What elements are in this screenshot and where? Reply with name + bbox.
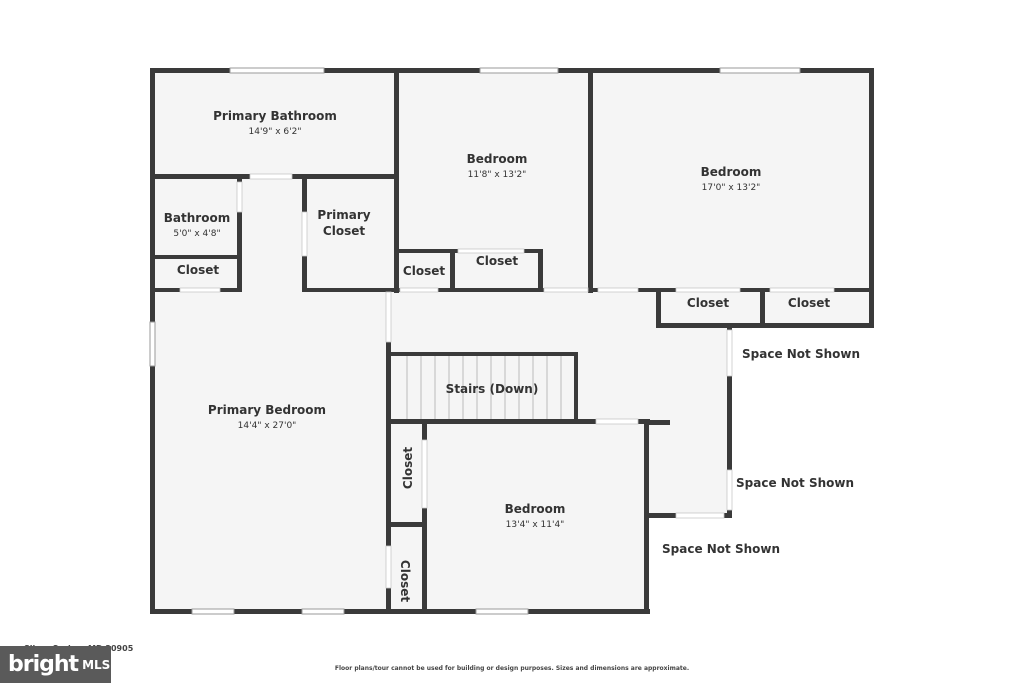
room-dims-bathroom: 5'0" x 4'8": [173, 229, 220, 239]
room-dims-bedroom-bottom: 13'4" x 11'4": [506, 520, 565, 530]
room-dims-primary-bedroom: 14'4" x 27'0": [238, 421, 297, 431]
room-dims-primary-bathroom: 14'9" x 6'2": [249, 127, 302, 137]
room-dims-bedroom-top-mid: 11'8" x 13'2": [468, 170, 527, 180]
room-name-primary-closet-line1: Primary: [317, 208, 370, 222]
space-not-shown-c: Space Not Shown: [662, 542, 780, 556]
closet-label-vertical-b: Closet: [398, 560, 412, 602]
closet-label-mid-a: Closet: [403, 264, 445, 278]
space-not-shown-a: Space Not Shown: [742, 347, 860, 361]
stairs-label: Stairs (Down): [446, 382, 539, 396]
logo-mls: MLS: [82, 657, 111, 672]
room-name-bathroom: Bathroom: [164, 211, 230, 225]
space-not-shown-b: Space Not Shown: [736, 476, 854, 490]
logo-brand: bright: [8, 652, 79, 677]
closet-label-bath: Closet: [177, 263, 219, 277]
closet-labels: Closet Closet Closet Closet Closet Close…: [177, 254, 830, 602]
exterior-cutouts: [648, 326, 1024, 616]
disclaimer-text: Floor plans/tour cannot be used for buil…: [334, 665, 690, 672]
bright-mls-logo: bright MLS: [0, 646, 111, 683]
room-name-bedroom-top-mid: Bedroom: [467, 152, 528, 166]
room-name-primary-bathroom: Primary Bathroom: [213, 109, 337, 123]
closet-label-vertical-a: Closet: [401, 447, 415, 489]
room-name-bedroom-bottom: Bedroom: [505, 502, 566, 516]
room-labels: Primary Bathroom 14'9" x 6'2" Bedroom 11…: [164, 109, 762, 530]
windows: [149, 67, 801, 615]
room-name-primary-closet-line2: Closet: [323, 224, 365, 238]
space-not-shown-labels: Space Not Shown Space Not Shown Space No…: [662, 347, 860, 556]
room-name-primary-bedroom: Primary Bedroom: [208, 403, 326, 417]
room-dims-bedroom-top-right: 17'0" x 13'2": [702, 183, 761, 193]
stair-treads: [406, 356, 562, 419]
door-openings: [179, 173, 835, 589]
room-name-bedroom-top-right: Bedroom: [701, 165, 762, 179]
closet-label-right-b: Closet: [788, 296, 830, 310]
closet-label-right-a: Closet: [687, 296, 729, 310]
closet-label-mid-b: Closet: [476, 254, 518, 268]
